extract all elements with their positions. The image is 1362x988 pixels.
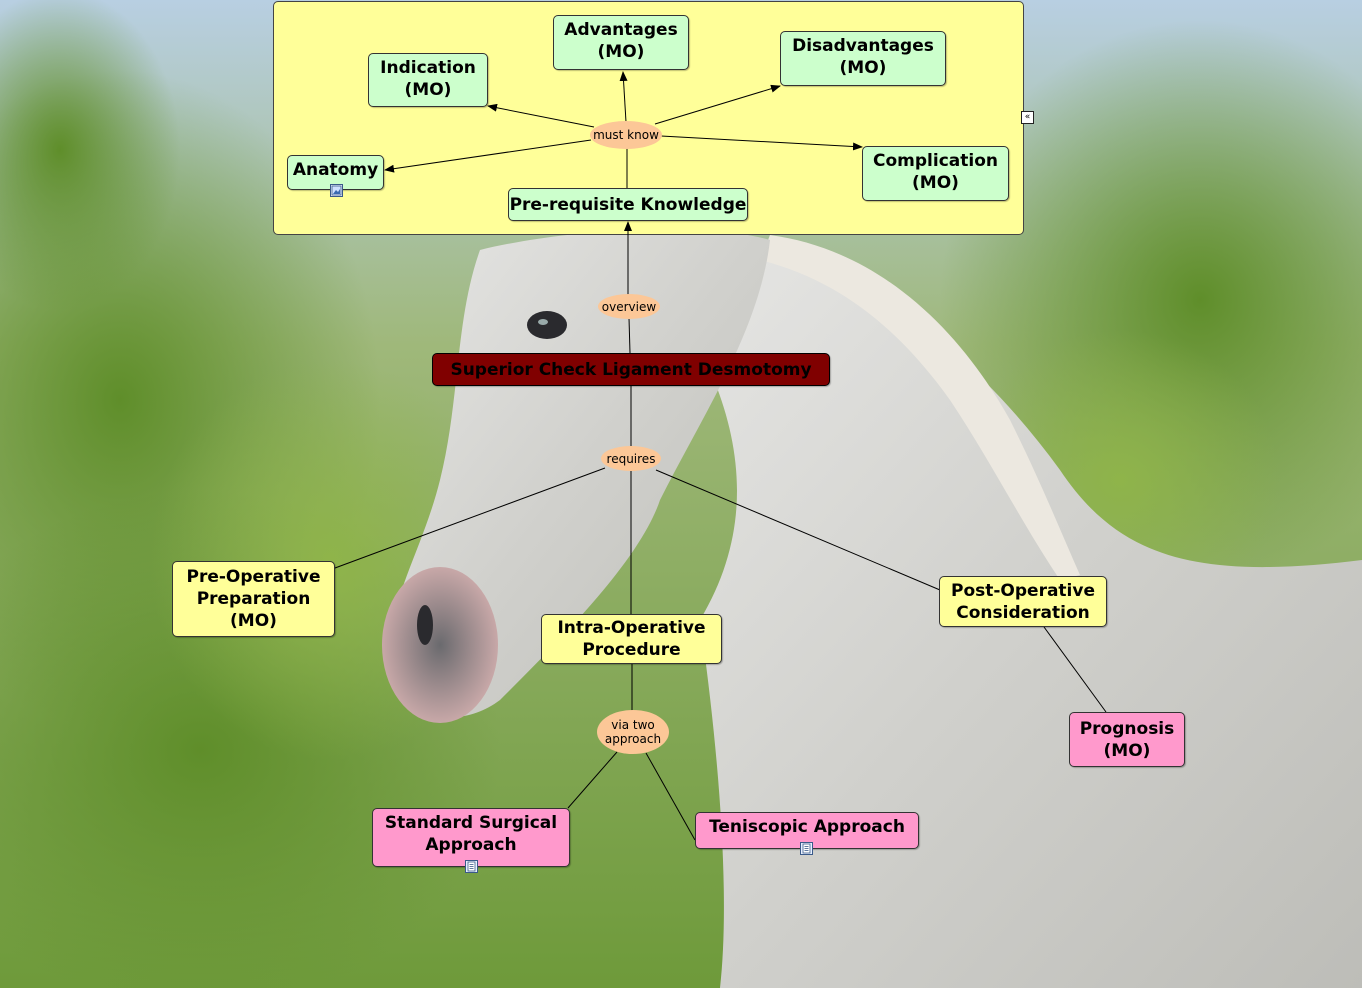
document-resource-icon[interactable]: [800, 842, 813, 855]
document-resource-icon[interactable]: [465, 860, 478, 873]
concept-disadvantages-label: Disadvantages (MO): [792, 35, 934, 79]
concept-pre-operative-preparation-label: Pre-Operative Preparation (MO): [187, 566, 321, 632]
linking-phrase-via-two-approach[interactable]: via two approach: [597, 710, 669, 754]
concept-prerequisite-knowledge[interactable]: Pre-requisite Knowledge: [508, 188, 748, 221]
concept-standard-surgical-approach[interactable]: Standard Surgical Approach: [372, 808, 570, 867]
concept-root-label: Superior Check Ligament Desmotomy: [450, 359, 811, 381]
concept-complication[interactable]: Complication (MO): [862, 146, 1009, 201]
image-resource-icon[interactable]: [330, 184, 343, 197]
concept-anatomy-label: Anatomy: [293, 159, 378, 181]
concept-intra-operative-procedure[interactable]: Intra-Operative Procedure: [541, 614, 722, 664]
concept-intra-operative-procedure-label: Intra-Operative Procedure: [557, 617, 705, 661]
image-resource-glyph: [331, 185, 342, 196]
document-resource-glyph: [801, 843, 812, 854]
concept-pre-operative-preparation[interactable]: Pre-Operative Preparation (MO): [172, 561, 335, 637]
concept-indication[interactable]: Indication (MO): [368, 53, 488, 107]
concept-indication-label: Indication (MO): [380, 57, 476, 101]
concept-prognosis-label: Prognosis (MO): [1080, 718, 1175, 762]
concept-teniscopic-approach-label: Teniscopic Approach: [709, 816, 905, 838]
concept-advantages-label: Advantages (MO): [564, 19, 677, 63]
concept-advantages[interactable]: Advantages (MO): [553, 15, 689, 70]
linking-phrase-overview[interactable]: overview: [598, 294, 660, 319]
concept-standard-surgical-approach-label: Standard Surgical Approach: [385, 812, 557, 856]
concept-complication-label: Complication (MO): [873, 150, 998, 194]
concept-post-operative-consideration-label: Post-Operative Consideration: [951, 580, 1095, 624]
concept-post-operative-consideration[interactable]: Post-Operative Consideration: [939, 576, 1107, 627]
concept-prognosis[interactable]: Prognosis (MO): [1069, 712, 1185, 767]
concept-root-superior-check-ligament-desmotomy[interactable]: Superior Check Ligament Desmotomy: [432, 353, 830, 386]
document-resource-glyph: [466, 861, 477, 872]
linking-phrase-must-know[interactable]: must know: [590, 121, 662, 149]
double-chevron-left-icon[interactable]: «: [1021, 111, 1034, 124]
concept-disadvantages[interactable]: Disadvantages (MO): [780, 31, 946, 86]
concept-prerequisite-knowledge-label: Pre-requisite Knowledge: [510, 194, 747, 216]
linking-phrase-requires[interactable]: requires: [601, 446, 661, 471]
